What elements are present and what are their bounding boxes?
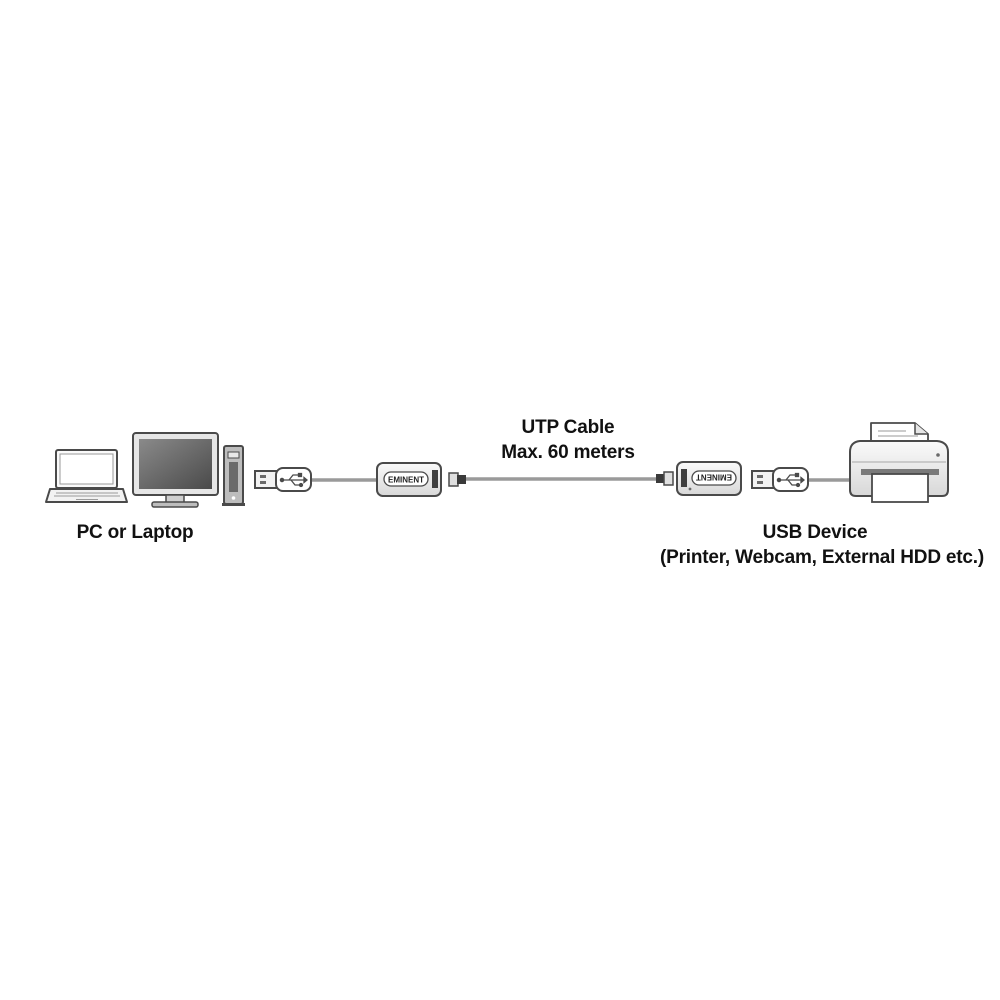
utp-cable-label-line1: UTP Cable	[521, 417, 615, 438]
rj45-plug-icon	[448, 472, 466, 487]
usb-device-label-line2: (Printer, Webcam, External HDD etc.)	[660, 547, 984, 568]
usb-extender-icon: EMINENT	[676, 461, 742, 496]
usb-device-label: USB Device (Printer, Webcam, External HD…	[660, 520, 984, 570]
utp-cable-label: UTP Cable Max. 60 meters	[468, 415, 668, 465]
usb-device-label-line1: USB Device	[762, 522, 868, 543]
utp-cable-label-line2: Max. 60 meters	[501, 442, 635, 463]
usb-plug-icon	[254, 467, 312, 492]
monitor-icon	[132, 432, 219, 508]
laptop-icon	[45, 449, 128, 503]
usb-symbol-icon	[776, 472, 806, 488]
rj45-plug-icon	[656, 471, 674, 486]
extender-brand-right: EMINENT	[696, 473, 732, 482]
usb-extender-icon: EMINENT	[376, 462, 442, 497]
pc-label-text: PC or Laptop	[76, 522, 194, 543]
usb-plug-icon	[751, 467, 809, 492]
desktop-tower-icon	[222, 445, 245, 506]
usb-symbol-icon	[279, 472, 309, 488]
extender-brand-left: EMINENT	[388, 476, 424, 485]
pc-label: PC or Laptop	[40, 520, 230, 545]
printer-icon	[849, 422, 949, 503]
